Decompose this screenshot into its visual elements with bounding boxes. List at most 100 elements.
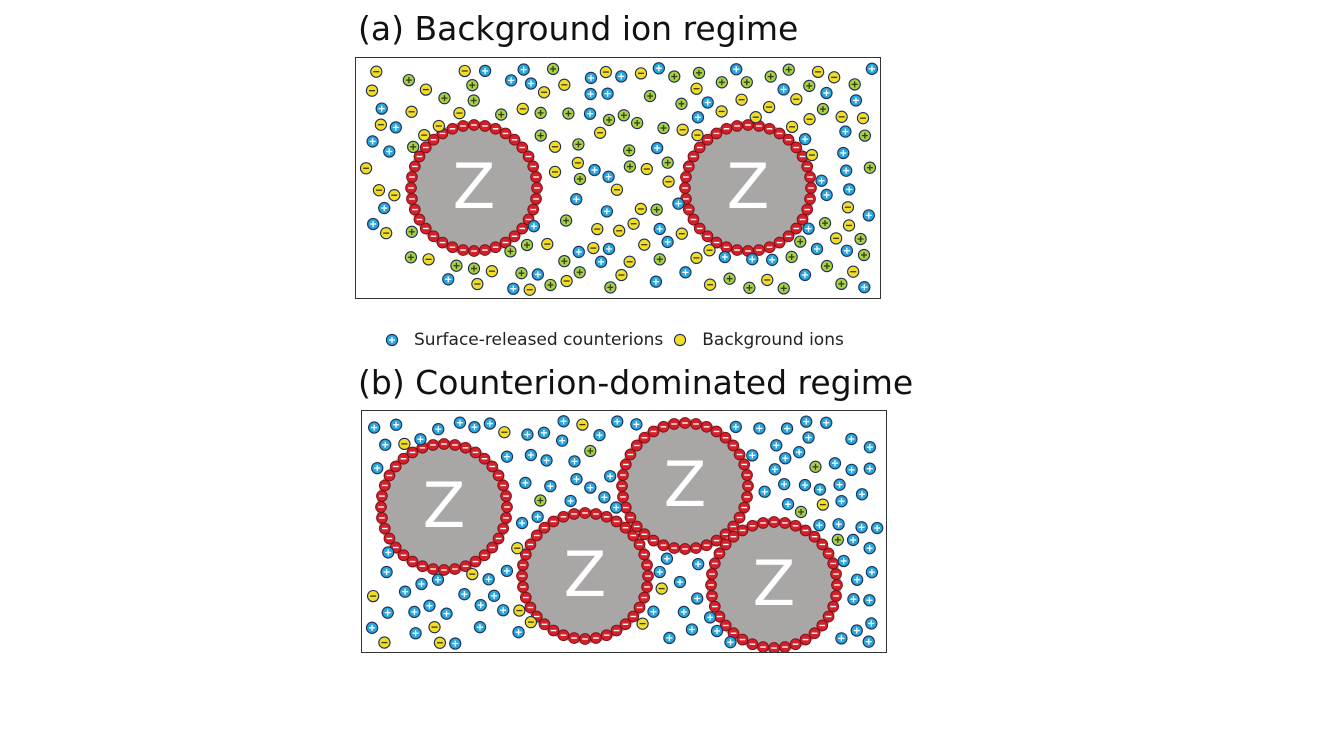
counterion: [833, 478, 846, 491]
counterion: [777, 83, 790, 96]
surface-charge: [741, 469, 753, 481]
surface-charge: [617, 469, 629, 481]
macroion: Z: [705, 516, 843, 652]
counterion: [837, 146, 850, 160]
background-cation: [562, 107, 575, 120]
background-anion: [418, 128, 431, 142]
surface-charge: [492, 532, 505, 545]
background-cation: [848, 78, 861, 91]
background-cation: [467, 94, 480, 107]
background-anion: [591, 222, 604, 236]
surface-charge: [773, 127, 786, 140]
background-anion: [380, 226, 393, 240]
surface-charge: [701, 230, 714, 243]
counterion: [810, 242, 824, 256]
counterion: [845, 432, 858, 446]
surface-charge: [633, 538, 646, 551]
surface-charge: [547, 624, 560, 637]
counterion: [497, 604, 510, 617]
counterion: [778, 477, 791, 491]
background-anion: [790, 93, 803, 106]
background-cation: [777, 282, 790, 295]
surface-charge: [830, 568, 842, 580]
surface-charge: [710, 127, 723, 140]
counterion: [729, 420, 742, 434]
surface-charge: [731, 244, 743, 256]
counterion: [378, 201, 391, 215]
counterion: [531, 268, 544, 281]
counterion: [453, 416, 467, 429]
surface-charge: [736, 524, 749, 537]
surface-charge: [508, 133, 521, 146]
surface-charge: [524, 601, 537, 614]
background-cation: [584, 444, 597, 458]
surface-charge: [579, 507, 591, 519]
counterion: [840, 244, 854, 257]
background-anion: [571, 156, 585, 170]
counterion: [572, 245, 585, 259]
legend-item-counterions: Surface-released counterions: [385, 330, 663, 350]
surface-charge: [406, 555, 419, 568]
surface-charge: [468, 119, 480, 131]
surface-charge: [468, 245, 480, 257]
background-cation: [534, 494, 547, 507]
surface-charge: [713, 547, 726, 560]
macroion-label: Z: [453, 150, 495, 223]
background-cation: [573, 172, 587, 186]
background-cation: [438, 91, 451, 105]
background-anion: [842, 219, 856, 232]
surface-charge: [727, 530, 740, 543]
background-anion: [828, 71, 841, 84]
surface-charge: [801, 203, 814, 216]
background-anion: [422, 253, 435, 266]
counterion: [863, 594, 876, 607]
surface-charge: [682, 160, 695, 173]
surface-charge: [530, 193, 542, 205]
background-anion: [805, 148, 819, 162]
counterion: [423, 599, 436, 612]
counterion: [649, 275, 663, 288]
surface-charge: [486, 460, 499, 473]
counterion: [504, 74, 518, 87]
counterion: [835, 632, 848, 645]
background-anion: [453, 106, 466, 120]
surface-charge: [779, 517, 791, 529]
macroion: Z: [616, 417, 754, 555]
background-cation: [785, 250, 798, 264]
counterion: [382, 546, 395, 559]
surface-charge: [469, 446, 482, 459]
counterion: [679, 266, 692, 279]
counterion: [389, 418, 403, 431]
background-anion: [610, 183, 624, 196]
background-anion: [398, 437, 411, 451]
surface-charge: [508, 230, 521, 243]
counterion: [661, 235, 674, 249]
surface-charge: [405, 182, 417, 194]
counterion: [863, 441, 877, 454]
surface-charge: [416, 560, 429, 573]
background-cation: [643, 89, 657, 103]
counterion: [398, 585, 412, 598]
counterion: [647, 605, 660, 618]
counterion: [653, 222, 666, 236]
counterion: [500, 564, 514, 578]
surface-charge: [641, 559, 653, 571]
counterion: [379, 438, 392, 451]
counterion: [409, 627, 422, 640]
counterion: [802, 222, 815, 235]
surface-charge: [773, 236, 786, 249]
surface-charge: [630, 520, 643, 533]
surface-charge: [682, 203, 695, 216]
surface-charge: [624, 511, 637, 524]
background-cation: [650, 203, 663, 216]
surface-charge: [638, 548, 651, 561]
surface-charge: [719, 431, 732, 444]
surface-charge: [719, 619, 732, 632]
surface-charge: [499, 236, 512, 249]
surface-charge: [479, 120, 491, 132]
surface-charge: [397, 549, 410, 562]
counterion: [815, 174, 828, 187]
background-anion: [599, 65, 613, 79]
